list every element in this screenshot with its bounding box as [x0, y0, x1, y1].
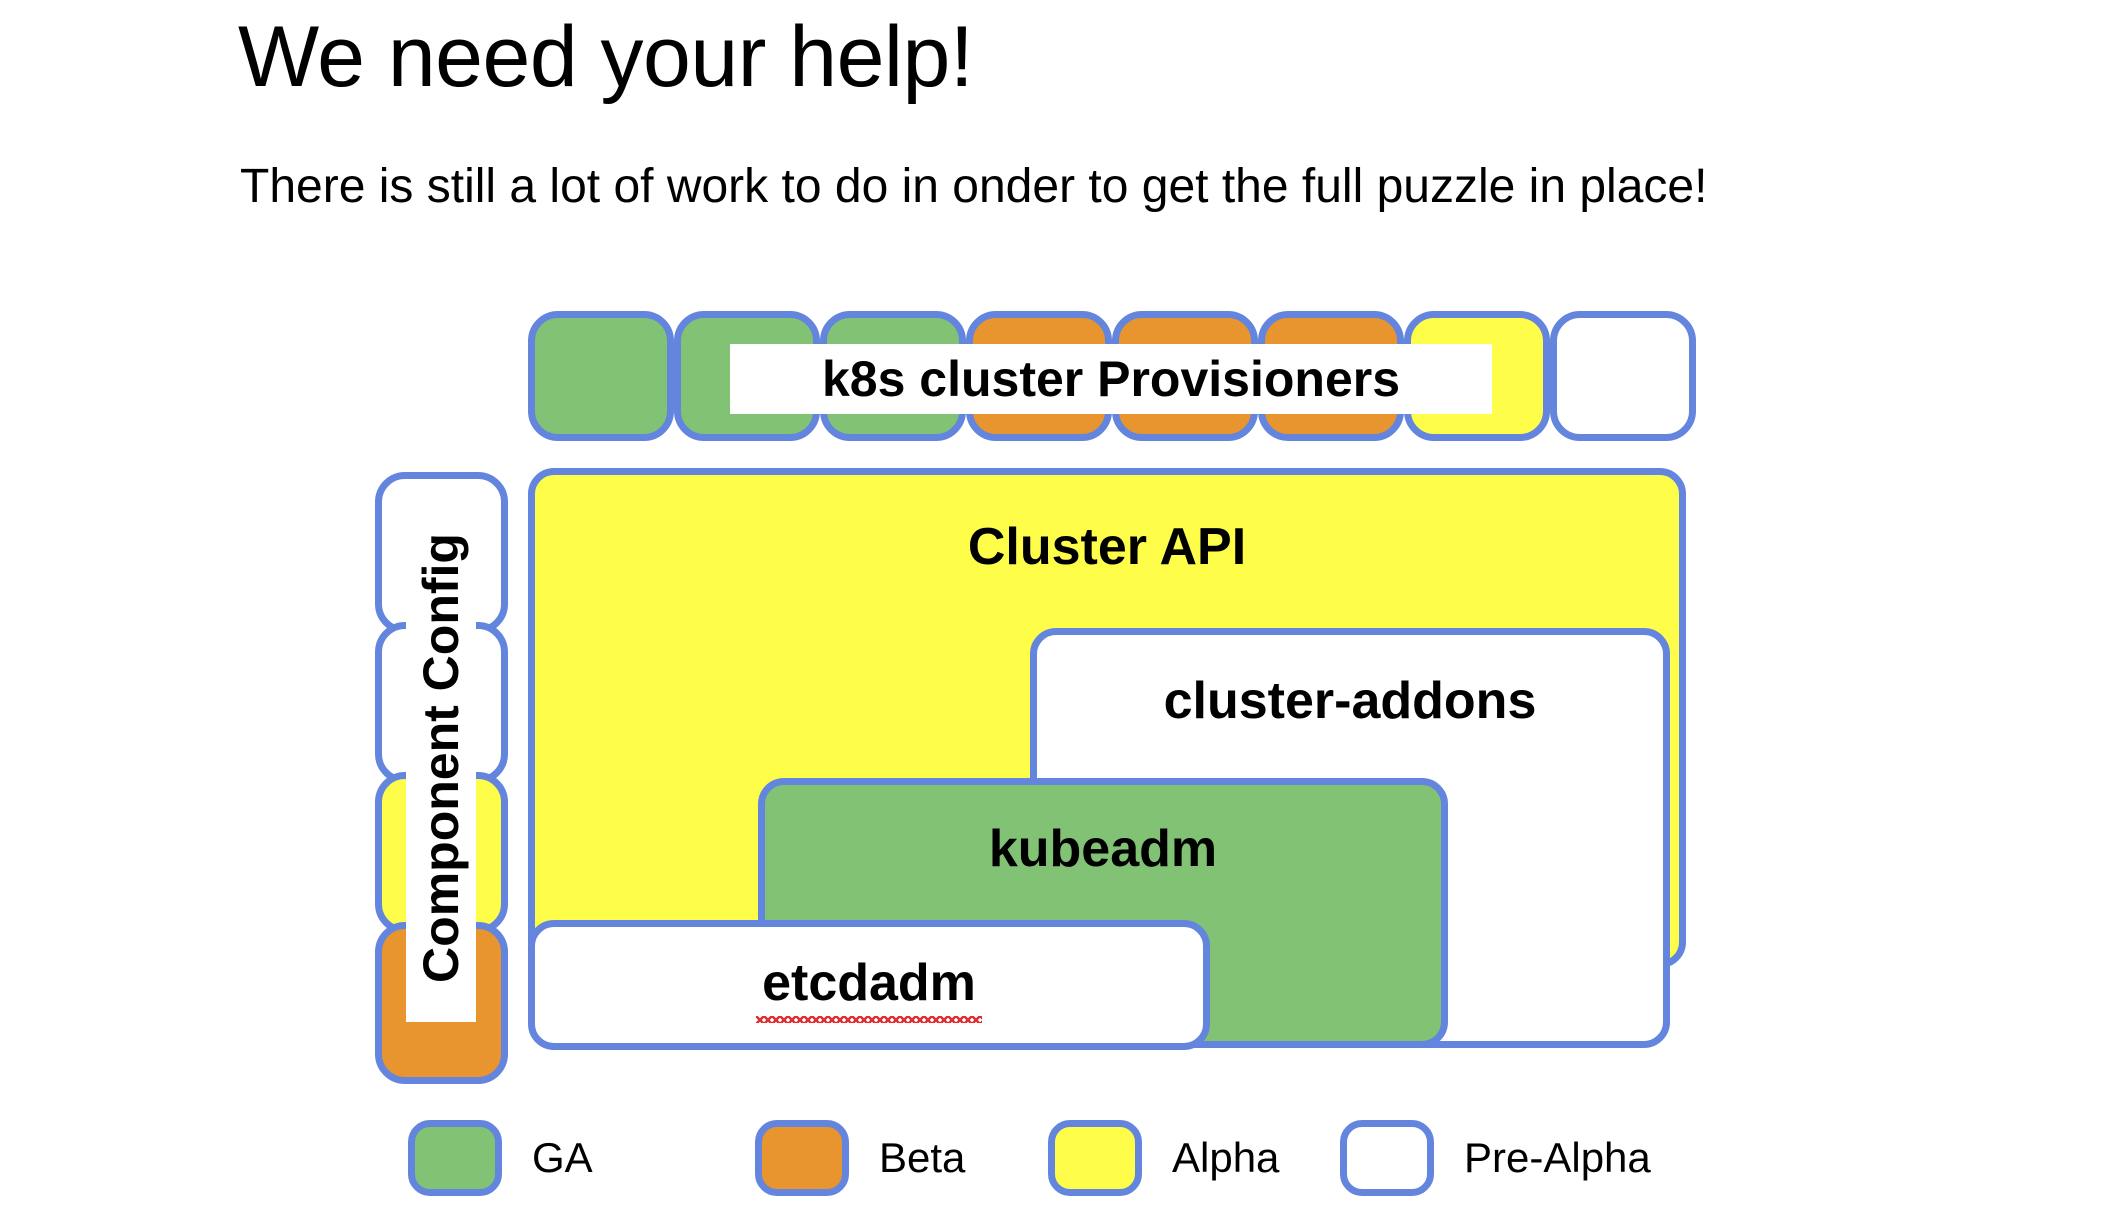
node-cluster-addons-label: cluster-addons [1163, 672, 1537, 730]
spellcheck-underline: etcdadm [756, 954, 982, 1023]
node-kubeadm-label: kubeadm [988, 820, 1218, 878]
provisioner-box-1[interactable] [528, 311, 674, 441]
legend-swatch-ga [408, 1120, 502, 1196]
provisioner-row-label: k8s cluster Provisioners [730, 344, 1492, 414]
legend-label: GA [532, 1134, 593, 1181]
legend: GA Beta Alpha Pre-Alpha [0, 1120, 2126, 1210]
page-title: We need your help! [238, 9, 974, 105]
node-etcdadm-label: etcdadm [535, 953, 1203, 1023]
node-cluster-api-label: Cluster API [967, 518, 1247, 576]
legend-swatch-pre-alpha [1340, 1120, 1434, 1196]
component-config-label: Component Config [406, 494, 476, 1022]
legend-label: Alpha [1172, 1134, 1280, 1181]
legend-swatch-alpha [1048, 1120, 1142, 1196]
legend-swatch-beta [755, 1120, 849, 1196]
node-etcdadm[interactable]: etcdadm [528, 920, 1210, 1050]
component-config-label-text: Component Config [413, 533, 469, 983]
legend-label: Pre-Alpha [1464, 1134, 1651, 1181]
page-subtitle: There is still a lot of work to do in on… [240, 160, 1708, 213]
provisioner-box-8[interactable] [1550, 311, 1696, 441]
legend-label: Beta [879, 1134, 966, 1181]
